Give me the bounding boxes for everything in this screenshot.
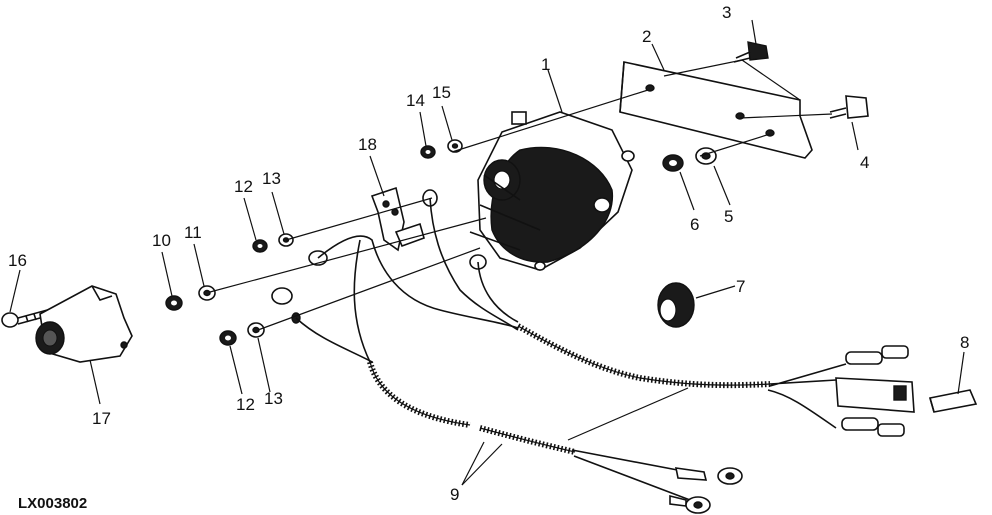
screw-16 (1, 305, 63, 328)
callout-6: 6 (690, 215, 699, 234)
callout-12-lower: 12 (236, 395, 255, 414)
fuse-holder-upper (845, 345, 909, 365)
connector-plug (835, 377, 915, 413)
bolt-top (733, 41, 769, 63)
callout-9: 9 (450, 485, 459, 504)
callout-4: 4 (860, 153, 869, 172)
callout-16: 16 (8, 251, 27, 270)
eye-terminals (669, 467, 743, 514)
callout-13-lower: 13 (264, 389, 283, 408)
mounting-bracket (619, 61, 813, 159)
washer-15 (447, 139, 463, 153)
nut-6 (662, 154, 684, 172)
figure-id: LX003802 (18, 495, 87, 512)
nut-14 (420, 145, 436, 159)
callout-2: 2 (642, 27, 651, 46)
callout-5: 5 (724, 207, 733, 226)
bolt-right (829, 95, 869, 119)
nut-10 (165, 295, 183, 311)
harness-loom (367, 323, 771, 455)
wiring (295, 197, 847, 501)
callout-15: 15 (432, 83, 451, 102)
nut-12-upper (252, 239, 268, 253)
callout-7: 7 (736, 277, 745, 296)
leader-lines (9, 19, 965, 486)
connector-cap-8 (928, 389, 978, 413)
nut-12-lower (219, 330, 237, 346)
callout-11: 11 (184, 223, 202, 242)
callout-18: 18 (358, 135, 377, 154)
callout-8: 8 (960, 333, 969, 352)
callout-10: 10 (152, 231, 171, 250)
callout-3: 3 (722, 3, 731, 22)
solenoid (469, 111, 635, 271)
callout-12-upper: 12 (234, 177, 253, 196)
callout-14: 14 (406, 91, 425, 110)
callout-17: 17 (92, 409, 111, 428)
washer-13-lower (247, 322, 265, 338)
switch-housing (35, 285, 133, 363)
grommet (657, 282, 695, 328)
callout-labels: 1 2 3 4 5 6 7 8 9 10 11 12 13 12 13 14 1… (8, 3, 969, 504)
connector-18 (370, 186, 425, 252)
callout-13-upper: 13 (262, 169, 281, 188)
washer-5 (695, 147, 717, 165)
washer-11 (198, 285, 216, 301)
fuse-holder-lower (841, 417, 905, 437)
callout-1: 1 (541, 55, 550, 74)
